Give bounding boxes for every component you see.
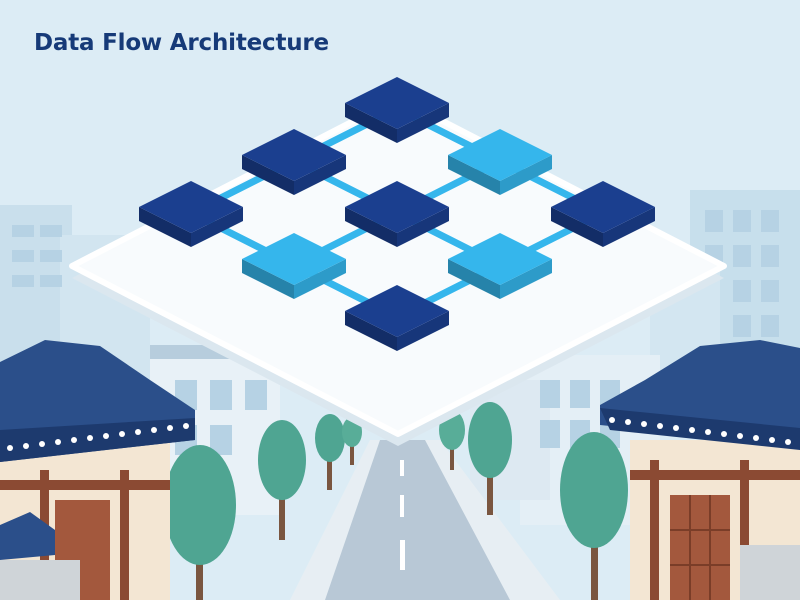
stone-wall [0, 560, 80, 600]
hanok-roof-shadow [0, 418, 195, 462]
tree [164, 445, 236, 600]
hanok-door [670, 495, 730, 600]
roof-tile-dots [609, 417, 791, 445]
hanok-pillar [740, 460, 749, 600]
page-title: Data Flow Architecture [34, 30, 329, 56]
hanok-house-left [0, 340, 195, 600]
data-node-dark [345, 285, 449, 351]
tree [560, 432, 628, 600]
tree [468, 402, 512, 515]
tree [315, 414, 345, 490]
street-trees [164, 402, 628, 600]
data-node-dark [345, 77, 449, 143]
hanok-house-right [600, 340, 800, 600]
road [325, 440, 510, 600]
hanok-beam [0, 480, 170, 490]
data-node-light [242, 233, 346, 299]
data-node-dark [345, 181, 449, 247]
stone-wall [740, 545, 800, 600]
hanok-pillar [650, 460, 659, 600]
data-node-light [448, 233, 552, 299]
tree [258, 420, 306, 540]
data-node-dark [242, 129, 346, 195]
door-lattice [670, 495, 730, 600]
roof-tile-dots [7, 423, 189, 451]
data-node-dark [551, 181, 655, 247]
hanok-beam [630, 470, 800, 480]
hanok-lower-roof [0, 512, 55, 560]
road-markings [400, 460, 405, 570]
street [290, 440, 560, 600]
hanok-pillar [120, 470, 129, 600]
data-node-dark [139, 181, 243, 247]
hanok-roof-shadow [600, 408, 800, 450]
data-node-light [448, 129, 552, 195]
diagram-nodes [139, 77, 655, 351]
